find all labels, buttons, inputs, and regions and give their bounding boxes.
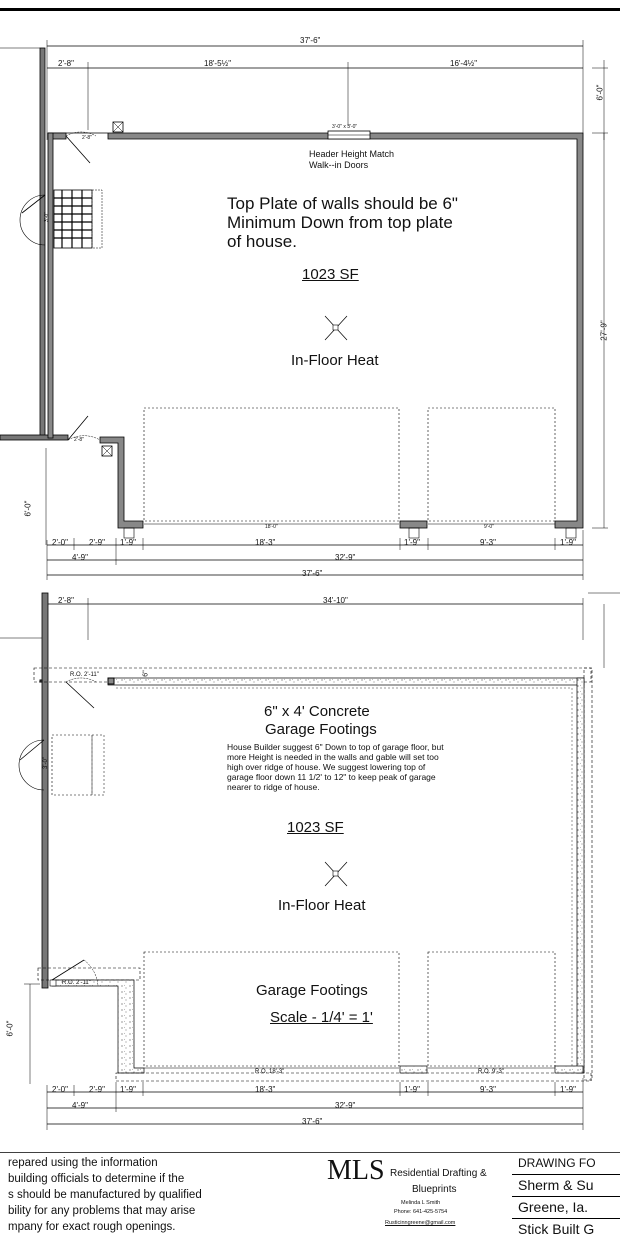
upper-bottom-dim-h: 4'-9" xyxy=(72,553,88,562)
disclaimer-line-5: mpany for exact rough openings. xyxy=(8,1221,176,1233)
lower-door-label: 3'-0" xyxy=(42,757,49,769)
footing-title-line1: 6" x 4' Concrete xyxy=(264,703,370,720)
company-name-line1: Residential Drafting & xyxy=(390,1168,487,1179)
contact-phone: Phone: 641-425-5754 xyxy=(394,1209,448,1215)
upper-plan xyxy=(0,40,620,594)
lower-left-dim: 6'-0" xyxy=(5,1020,15,1037)
upper-heat-label: In-Floor Heat xyxy=(291,352,379,369)
lower-plan xyxy=(0,592,605,1130)
top-plate-note-line2: Minimum Down from top plate xyxy=(227,213,453,232)
header-note-line1: Header Height Match xyxy=(309,149,395,159)
lower-ro-bottom-left: R.O. 2'-11" xyxy=(62,980,91,986)
door-label-top: 2'-8" xyxy=(82,135,92,141)
upper-area-label: 1023 SF xyxy=(302,266,359,283)
upper-bottom-dim-e: 1'-9" xyxy=(404,538,420,547)
company-name-line2: Blueprints xyxy=(412,1184,457,1195)
upper-right-length-dim: 27'-9" xyxy=(599,320,609,341)
garage-footings-label: Garage Footings xyxy=(256,982,368,999)
disclaimer-line-1: repared using the information xyxy=(8,1157,158,1169)
ro-door-2: R.O. 9'-3" xyxy=(478,1069,504,1075)
disclaimer-line-4: bility for any problems that may arise xyxy=(8,1205,196,1217)
upper-bottom-dim-a: 2'-0" xyxy=(52,538,68,547)
client-cell: Sherm & Su xyxy=(512,1175,620,1197)
lower-bottom-dim-f: 9'-3" xyxy=(480,1085,496,1094)
upper-bottom-dim-c: 1'-9" xyxy=(120,538,136,547)
upper-right-side-dim: 6'-0" xyxy=(595,84,605,101)
lower-bottom-dim-d: 18'-3" xyxy=(255,1085,276,1094)
upper-door-width-1: 18'-0" xyxy=(265,524,278,530)
lower-heat-label: In-Floor Heat xyxy=(278,897,366,914)
sheet-top-border xyxy=(0,8,620,11)
upper-middle-dim: 18'-5½" xyxy=(204,59,232,68)
lower-bottom-dim-j: 37'-6" xyxy=(302,1117,323,1126)
contact-name: Melinda L Smith xyxy=(401,1200,441,1206)
builder-note: House Builder suggest 6" Down to top of … xyxy=(227,742,444,792)
upper-right-dim: 16'-4½" xyxy=(450,59,478,68)
header-note-line2: Walk--in Doors xyxy=(309,160,369,170)
upper-left-dim: 2'-8" xyxy=(58,59,74,68)
lower-bottom-dim-e: 1'-9" xyxy=(404,1085,420,1094)
company-logo: MLS xyxy=(327,1155,385,1186)
top-plate-note-line3: of house. xyxy=(227,232,297,251)
upper-bottom-dim-g: 1'-9" xyxy=(560,538,576,547)
build-type-cell: Stick Built G xyxy=(518,1221,595,1237)
upper-bottom-dim-f: 9'-3" xyxy=(480,538,496,547)
disclaimer-line-2: building officials to determine if the xyxy=(8,1173,185,1185)
lower-bottom-dim-h: 4'-9" xyxy=(72,1101,88,1110)
drawing-for-cell: DRAWING FO xyxy=(512,1153,620,1175)
upper-door-width-2: 9'-0" xyxy=(484,524,494,530)
top-plate-note-line1: Top Plate of walls should be 6" xyxy=(227,194,458,213)
lower-bottom-dim-i: 32'-9" xyxy=(335,1101,356,1110)
lower-bottom-dim-a: 2'-0" xyxy=(52,1085,68,1094)
footing-depth-label: 6" xyxy=(142,670,150,677)
lower-bottom-dim-c: 1'-9" xyxy=(120,1085,136,1094)
upper-bottom-dim-i: 32'-9" xyxy=(335,553,356,562)
lower-bottom-dim-b: 2'-9" xyxy=(89,1085,105,1094)
contact-email: Rusticinngreene@gmail.com xyxy=(385,1220,456,1226)
disclaimer-line-3: s should be manufactured by qualified xyxy=(8,1189,202,1201)
upper-overall-dim: 37'-6" xyxy=(300,36,321,45)
window-label: 3'-0" x 3'-0" xyxy=(332,124,358,130)
lower-left-top-dim: 2'-8" xyxy=(58,596,74,605)
lower-ro-top: R.O. 2'-11" xyxy=(70,672,99,678)
location-cell: Greene, Ia. xyxy=(512,1197,620,1219)
footing-title-line2: Garage Footings xyxy=(265,721,377,738)
lower-bottom-dim-g: 1'-9" xyxy=(560,1085,576,1094)
ro-door-1: R.O. 18'-3" xyxy=(255,1069,285,1075)
floor-plan-drawing xyxy=(0,8,620,1153)
upper-bottom-dim-j: 37'-6" xyxy=(302,569,323,578)
upper-bottom-dim-b: 2'-9" xyxy=(89,538,105,547)
upper-bottom-dim-d: 18'-3" xyxy=(255,538,276,547)
title-block: repared using the information building o… xyxy=(0,1153,620,1241)
door-label-lower: 2'-8" xyxy=(74,437,84,443)
door-label-stair: 3'-0" xyxy=(43,212,50,222)
lower-right-top-dim: 34'-10" xyxy=(323,596,348,605)
lower-area-label: 1023 SF xyxy=(287,819,344,836)
upper-left-length-dim: 6'-0" xyxy=(23,500,33,517)
scale-label: Scale - 1/4' = 1' xyxy=(270,1009,373,1026)
